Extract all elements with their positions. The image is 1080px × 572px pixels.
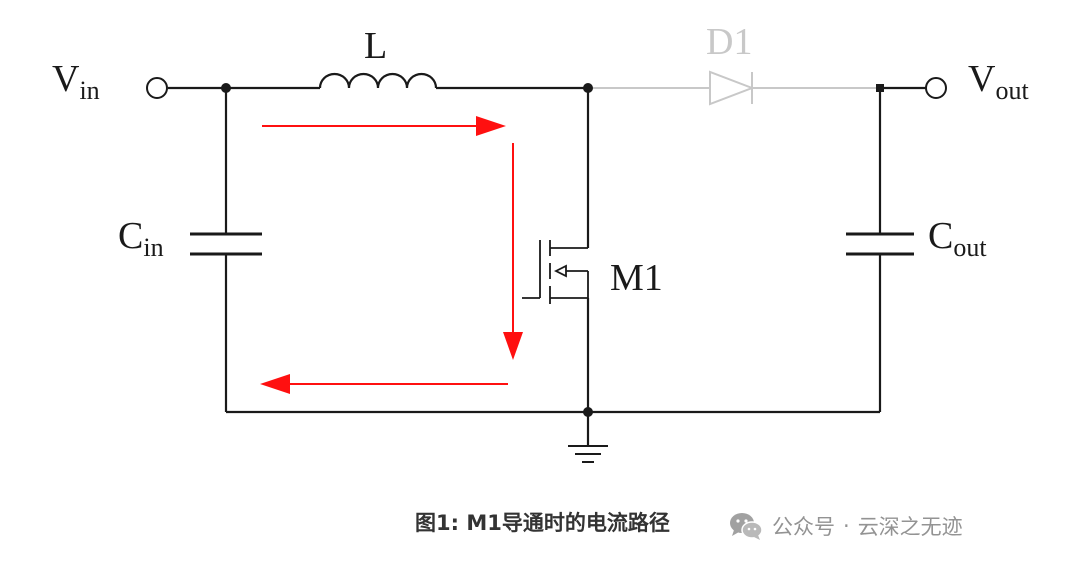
ground-symbol xyxy=(568,445,608,463)
junction-vin xyxy=(221,83,231,93)
cin-label: Cin xyxy=(118,215,164,262)
vout-terminal xyxy=(925,77,947,99)
wires xyxy=(168,86,926,446)
junction-switch-node xyxy=(583,83,593,93)
watermark-source: 公众号 xyxy=(772,515,835,539)
figure-caption: 图1: M1导通时的电流路径 xyxy=(415,511,670,535)
mosfet-label: M1 xyxy=(610,257,663,299)
diode-label: D1 xyxy=(706,21,752,63)
diode-branch xyxy=(588,70,880,106)
vin-terminal xyxy=(146,77,168,99)
mosfet-body-arrow xyxy=(553,264,567,278)
junction-ground xyxy=(583,407,593,417)
junction-vout xyxy=(876,84,884,92)
watermark-separator: · xyxy=(843,514,850,538)
inductor-label: L xyxy=(364,25,387,67)
cout-capacitor xyxy=(846,232,914,256)
current-path xyxy=(260,116,523,394)
vout-label: Vout xyxy=(968,58,1029,105)
vin-label: Vin xyxy=(52,58,100,105)
mosfet-symbol xyxy=(522,240,589,304)
current-arrow-right-head xyxy=(476,116,506,136)
current-arrow-left-head xyxy=(260,374,290,394)
watermark-account: 云深之无迹 xyxy=(857,515,963,539)
inductor-symbol xyxy=(318,72,438,89)
cout-label: Cout xyxy=(928,215,987,262)
junction-dots xyxy=(221,83,884,417)
diode-symbol xyxy=(709,70,755,106)
cin-capacitor xyxy=(190,232,262,256)
wechat-icon xyxy=(730,513,763,540)
watermark: 公众号 · 云深之无迹 xyxy=(728,511,963,541)
current-arrow-down-head xyxy=(503,332,523,360)
